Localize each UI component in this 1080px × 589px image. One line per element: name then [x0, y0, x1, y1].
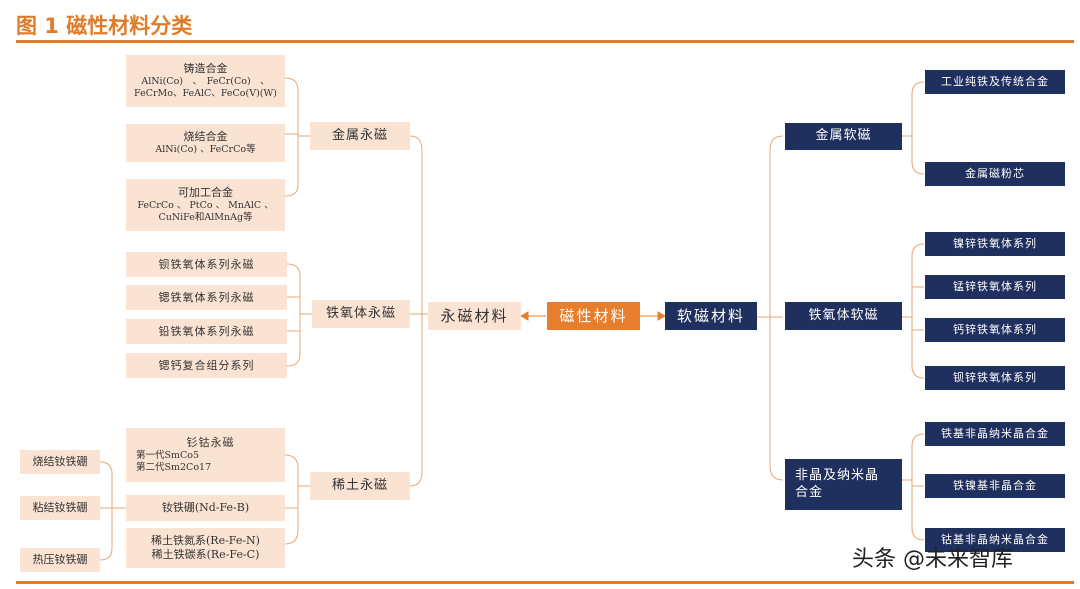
re-fe-c-line: 稀土铁碳系(Re-Fe-C)	[151, 548, 260, 561]
smco-gen1: 第一代SmCo5	[136, 449, 200, 461]
ferrite-hard-magnet-box: 铁氧体永磁	[312, 300, 410, 328]
page-title: 图 1 磁性材料分类	[16, 14, 193, 38]
soft-metal-item-2: 金属磁粉芯	[925, 162, 1065, 186]
watermark: 头条 @未来智库	[852, 547, 1013, 572]
cast-alloy-title: 铸造合金	[183, 61, 228, 75]
bonded-ndfeb-box: 粘结钕铁硼	[20, 496, 100, 520]
bottom-rule	[16, 581, 1074, 584]
hard-magnetic-material-box: 永磁材料	[428, 302, 521, 330]
ferrite-hard-item-3: 铅铁氧体系列永磁	[126, 319, 287, 344]
sintered-alloy-title: 烧结合金	[183, 129, 228, 143]
soft-ferrite-item-1: 镍锌铁氧体系列	[925, 232, 1065, 256]
workable-alloy-line-2: CuNiFe和AlMnAg等	[158, 211, 253, 223]
soft-ferrite-item-3: 钙锌铁氧体系列	[925, 318, 1065, 342]
workable-alloy-title: 可加工合金	[178, 185, 233, 199]
re-fe-n-line: 稀土铁氮系(Re-Fe-N)	[151, 534, 260, 548]
metal-hard-magnet-box: 金属永磁	[310, 122, 410, 150]
smco-box: 钐钴永磁 第一代SmCo5 第二代Sm2Co17	[126, 428, 285, 482]
cast-alloy-line-1: AlNi(Co) 、 FeCr(Co) 、	[141, 75, 270, 87]
sintered-alloy-box: 烧结合金 AlNi(Co) 、FeCrCo等	[126, 124, 285, 162]
amorphous-item-2: 铁镍基非晶合金	[925, 474, 1065, 498]
workable-alloy-box: 可加工合金 FeCrCo 、 PtCo 、 MnAlC 、 CuNiFe和AlM…	[126, 179, 285, 231]
smco-gen2: 第二代Sm2Co17	[136, 461, 212, 473]
soft-metal-item-1: 工业纯铁及传统合金	[925, 70, 1065, 94]
sintered-ndfeb-box: 烧结钕铁硼	[20, 450, 100, 474]
ferrite-hard-item-2: 锶铁氧体系列永磁	[126, 285, 287, 310]
metal-soft-magnet-box: 金属软磁	[785, 123, 902, 150]
smco-title: 钐钴永磁	[186, 435, 235, 449]
re-fe-box: 稀土铁氮系(Re-Fe-N) 稀土铁碳系(Re-Fe-C)	[126, 528, 285, 568]
amorphous-item-1: 铁基非晶纳米晶合金	[925, 422, 1065, 446]
ferrite-hard-item-4: 锶钙复合组分系列	[126, 353, 287, 378]
cast-alloy-box: 铸造合金 AlNi(Co) 、 FeCr(Co) 、 FeCrMo、FeAlC、…	[126, 55, 285, 107]
soft-ferrite-item-2: 锰锌铁氧体系列	[925, 275, 1065, 299]
amorphous-item-3: 钴基非晶纳米晶合金	[925, 528, 1065, 552]
soft-magnetic-material-box: 软磁材料	[665, 302, 757, 330]
soft-ferrite-item-4: 钡锌铁氧体系列	[925, 366, 1065, 390]
magnetic-material-root-box: 磁性材料	[547, 302, 640, 330]
cast-alloy-line-2: FeCrMo、FeAlC、FeCo(V)(W)	[134, 87, 277, 99]
ndfeb-box: 钕铁硼(Nd-Fe-B)	[126, 495, 285, 521]
workable-alloy-line-1: FeCrCo 、 PtCo 、 MnAlC 、	[137, 199, 274, 211]
top-rule	[16, 40, 1074, 43]
ferrite-soft-magnet-box: 铁氧体软磁	[785, 302, 902, 330]
amorphous-nanocrystalline-box: 非晶及纳米晶合金	[785, 459, 902, 510]
ferrite-hard-item-1: 钡铁氧体系列永磁	[126, 252, 287, 277]
rare-earth-hard-magnet-box: 稀土永磁	[310, 472, 410, 500]
sintered-alloy-line-1: AlNi(Co) 、FeCrCo等	[155, 143, 256, 155]
hot-pressed-ndfeb-box: 热压钕铁硼	[20, 548, 100, 572]
